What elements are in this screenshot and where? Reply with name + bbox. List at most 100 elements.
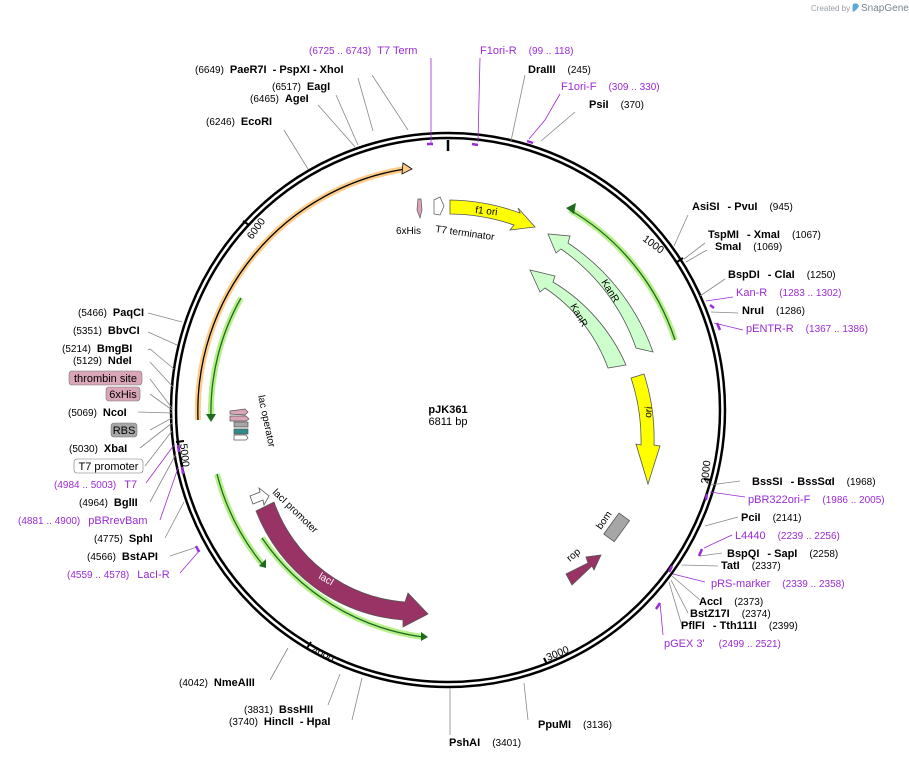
bspdi-suffix: - ClaI [768,269,795,281]
orf-arc-top-right [566,203,678,341]
pbrrevbam-pos: (4881 .. 4900) [18,516,80,527]
orf-arc-left [206,296,244,422]
rop-arrow [565,554,602,586]
nrui-pos: (1286) [776,306,805,317]
bsssi-suffix: - BssSαI [791,476,835,488]
f1orir-pos: (99 .. 118) [529,46,574,57]
svg-text:PshAI(3401): PshAI(3401) [449,737,521,749]
smai-pos: (1069) [753,242,782,253]
tick-5000: 5000 [177,443,191,468]
tspmi-name: TspMI [708,229,739,241]
kanr-arrow-outer [547,233,654,353]
plasmid-size: 6811 bp [429,416,468,428]
draiii-name: DraIII [528,64,556,76]
bglii-name: BglII [114,497,138,509]
kanr-arrow-inner [529,269,627,369]
nrui-name: NruI [742,305,764,317]
svg-text:NruI(1286): NruI (1286) [742,305,805,317]
kanr-primer-name: Kan-R [736,287,767,299]
t7-terminator-marker [433,196,445,216]
laci-arrow [255,501,429,628]
laci-promoter-arrow [249,486,270,507]
paer7i-pos: (6649) [195,65,224,76]
svg-text:(5069)NcoI: (5069) NcoI [68,407,127,419]
svg-text:(4042)NmeAIII: (4042)NmeAIII [179,677,255,689]
cluster-features [229,408,250,441]
snapgene-logo-icon [852,3,859,13]
thrombin-site-label: thrombin site [74,373,137,385]
xbai-name: XbaI [104,443,127,455]
bspqi-pos: (2258) [809,549,838,560]
svg-text:PciI(2141): PciI (2141) [741,512,801,524]
svg-text:Kan-R(1283 .. 1302): Kan-R (1283 .. 1302) [736,287,841,299]
t7term-pos: (6725 .. 6743) [309,46,371,57]
f1orif-name: F1ori-F [561,81,597,93]
ori-arrow [630,373,661,486]
plasmid-name: pJK361 [428,404,467,416]
ncoi-pos: (5069) [68,408,97,419]
asisi-pos: (945) [769,202,792,213]
pentrr-name: pENTR-R [746,323,794,335]
svg-text:(6725 .. 6743)T7 Term: (6725 .. 6743)T7 Term [309,45,417,57]
eagi-pos: (6517) [272,82,301,93]
pcii-pos: (2141) [773,513,802,524]
f1-ori-label: f1 ori [475,205,498,218]
f1orif-pos: (309 .. 330) [608,82,659,93]
sixhis-box: 6xHis [105,386,141,402]
ppumi-pos: (3136) [583,720,612,731]
svg-text:BspQI- SapI(2258): BspQI- SapI(2258) [727,548,838,560]
pflfi-suffix: - Tth111I [713,620,757,632]
pcii-name: PciI [741,512,761,524]
hincii-name: HincII [264,716,294,728]
hincii-pos: (3740) [229,717,258,728]
pflfi-name: PflFI [681,620,705,632]
svg-text:AsiSI- PvuI(945): AsiSI- PvuI(945) [692,201,793,213]
backbone [169,131,727,689]
svg-text:(5030)XbaI: (5030) XbaI [69,443,127,455]
ncoi-name: NcoI [103,407,127,419]
insert-arc [194,162,413,421]
pshai-pos: (3401) [492,738,521,749]
orf-arc-bottom-left [214,473,266,568]
svg-text:(5466)PaqCI: (5466)PaqCI [78,307,144,319]
svg-text:PpuMI(3136): PpuMI(3136) [538,719,612,731]
bsshii-pos: (3831) [244,705,273,716]
pgex3-pos: (2499 .. 2521) [719,639,781,650]
svg-text:BssSI- BssSαI(1968): BssSI- BssSαI(1968) [752,476,876,488]
bspdi-name: BspDI [728,269,760,281]
orf-arc-bottom [259,536,428,641]
tspmi-suffix: - XmaI [747,229,780,241]
bstapi-pos: (4566) [87,552,116,563]
sixhis-box-label: 6xHis [109,389,137,401]
l4440-pos: (2239 .. 2256) [778,531,840,542]
lacir-pos: (4559 .. 4578) [67,570,129,581]
t7-terminator-label: T7 terminator [435,224,496,243]
svg-text:(4964)BglII: (4964)BglII [79,497,138,509]
kanr-primer-pos: (1283 .. 1302) [779,288,841,299]
thrombin-site-box: thrombin site [68,370,143,386]
primer-marks [176,139,722,610]
ecori-pos: (6246) [206,117,235,128]
bbvci-pos: (5351) [73,326,102,337]
svg-text:pENTR-R(1367 .. 1386): pENTR-R(1367 .. 1386) [746,323,868,335]
eagi-name: EagI [307,81,330,93]
svg-text:TspMI- XmaI(1067): TspMI- XmaI(1067) [708,229,821,241]
f1-ori-arrow [449,199,536,231]
svg-text:(5351)BbvCI: (5351) BbvCI [73,325,140,337]
sphi-pos: (4775) [94,534,123,545]
bbvci-name: BbvCI [108,325,140,337]
svg-text:(5214)BmgBI: (5214)BmgBI [62,343,132,355]
t7-promoter-box: T7 promoter [73,458,144,474]
bom-box [603,512,631,543]
ori-label: ori [643,406,655,418]
svg-text:DraIII(245): DraIII(245) [528,64,591,76]
xbai-pos: (5030) [69,444,98,455]
svg-text:(4881 .. 4900)pBRrevBam: (4881 .. 4900)pBRrevBam [18,515,148,527]
tati-name: TatI [721,560,740,572]
svg-text:(6517)EagI: (6517) EagI [272,81,330,93]
bspqi-suffix: - SapI [767,548,797,560]
smai-name: SmaI [715,241,741,253]
svg-text:F1ori-F(309 .. 330): F1ori-F (309 .. 330) [561,81,660,93]
t7-primer-name: T7 [124,479,137,491]
